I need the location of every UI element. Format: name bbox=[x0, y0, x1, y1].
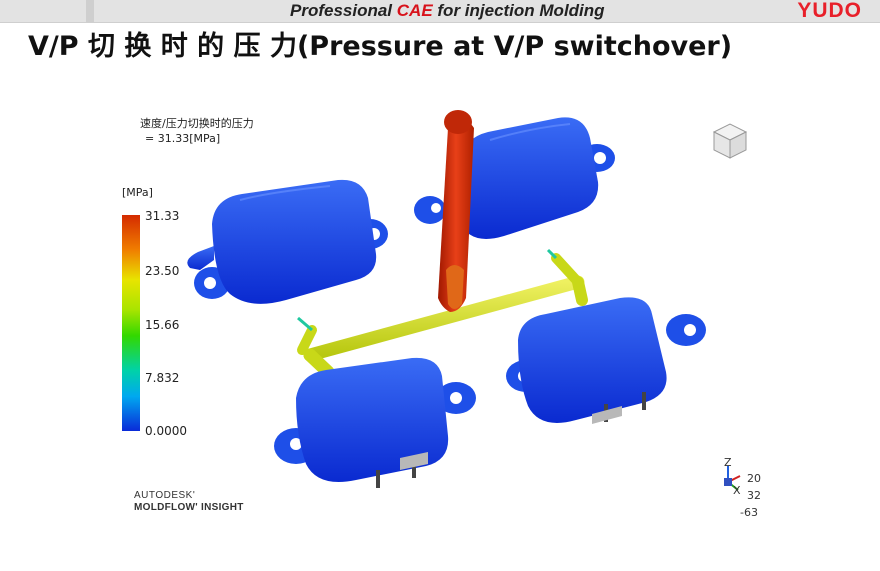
legend-tick-max: 31.33 bbox=[145, 209, 180, 223]
color-legend-bar bbox=[122, 215, 140, 431]
result-label: 速度/压力切换时的压力 = 31.33[MPa] bbox=[140, 116, 254, 146]
header-divider bbox=[86, 0, 94, 22]
header-bar: Professional CAE for injection Molding Y… bbox=[0, 0, 880, 23]
slide-title: V/P 切 换 时 的 压 力(Pressure at V/P switchov… bbox=[28, 31, 733, 62]
rotation-z: 20 bbox=[747, 472, 761, 485]
legend-tick-4: 7.832 bbox=[145, 371, 180, 385]
header-tagline: Professional CAE for injection Molding bbox=[290, 1, 605, 21]
legend-tick-min: 0.0000 bbox=[145, 424, 187, 438]
tagline-suffix: for injection Molding bbox=[432, 1, 605, 20]
part-cavity-front-right[interactable] bbox=[506, 297, 706, 424]
rotation-x: 32 bbox=[747, 489, 761, 502]
axis-z-label: Z bbox=[724, 456, 732, 469]
axis-triad-icon bbox=[724, 466, 741, 491]
view-cube-icon[interactable] bbox=[708, 118, 752, 162]
part-cavity-front-left[interactable] bbox=[274, 357, 476, 488]
part-cavity-back-right[interactable] bbox=[414, 117, 615, 239]
part-cavity-back-left[interactable] bbox=[187, 179, 388, 304]
sprue[interactable] bbox=[438, 110, 474, 312]
tagline-accent: CAE bbox=[396, 1, 433, 20]
moldflow-logo-text: MOLDFLOW' INSIGHT bbox=[134, 502, 244, 513]
autodesk-logo-text: AUTODESK' bbox=[134, 490, 196, 501]
rotation-y: -63 bbox=[740, 506, 758, 519]
legend-tick-2: 23.50 bbox=[145, 264, 180, 278]
legend-unit: [MPa] bbox=[122, 186, 153, 199]
result-name: 速度/压力切换时的压力 bbox=[140, 117, 254, 130]
axis-x-label: X bbox=[733, 484, 741, 497]
legend-tick-3: 15.66 bbox=[145, 318, 180, 332]
brand-logo: YUDO bbox=[797, 0, 862, 22]
tagline-prefix: Professional bbox=[290, 1, 397, 20]
result-value: = 31.33[MPa] bbox=[145, 132, 221, 145]
runner-system[interactable] bbox=[297, 248, 588, 379]
